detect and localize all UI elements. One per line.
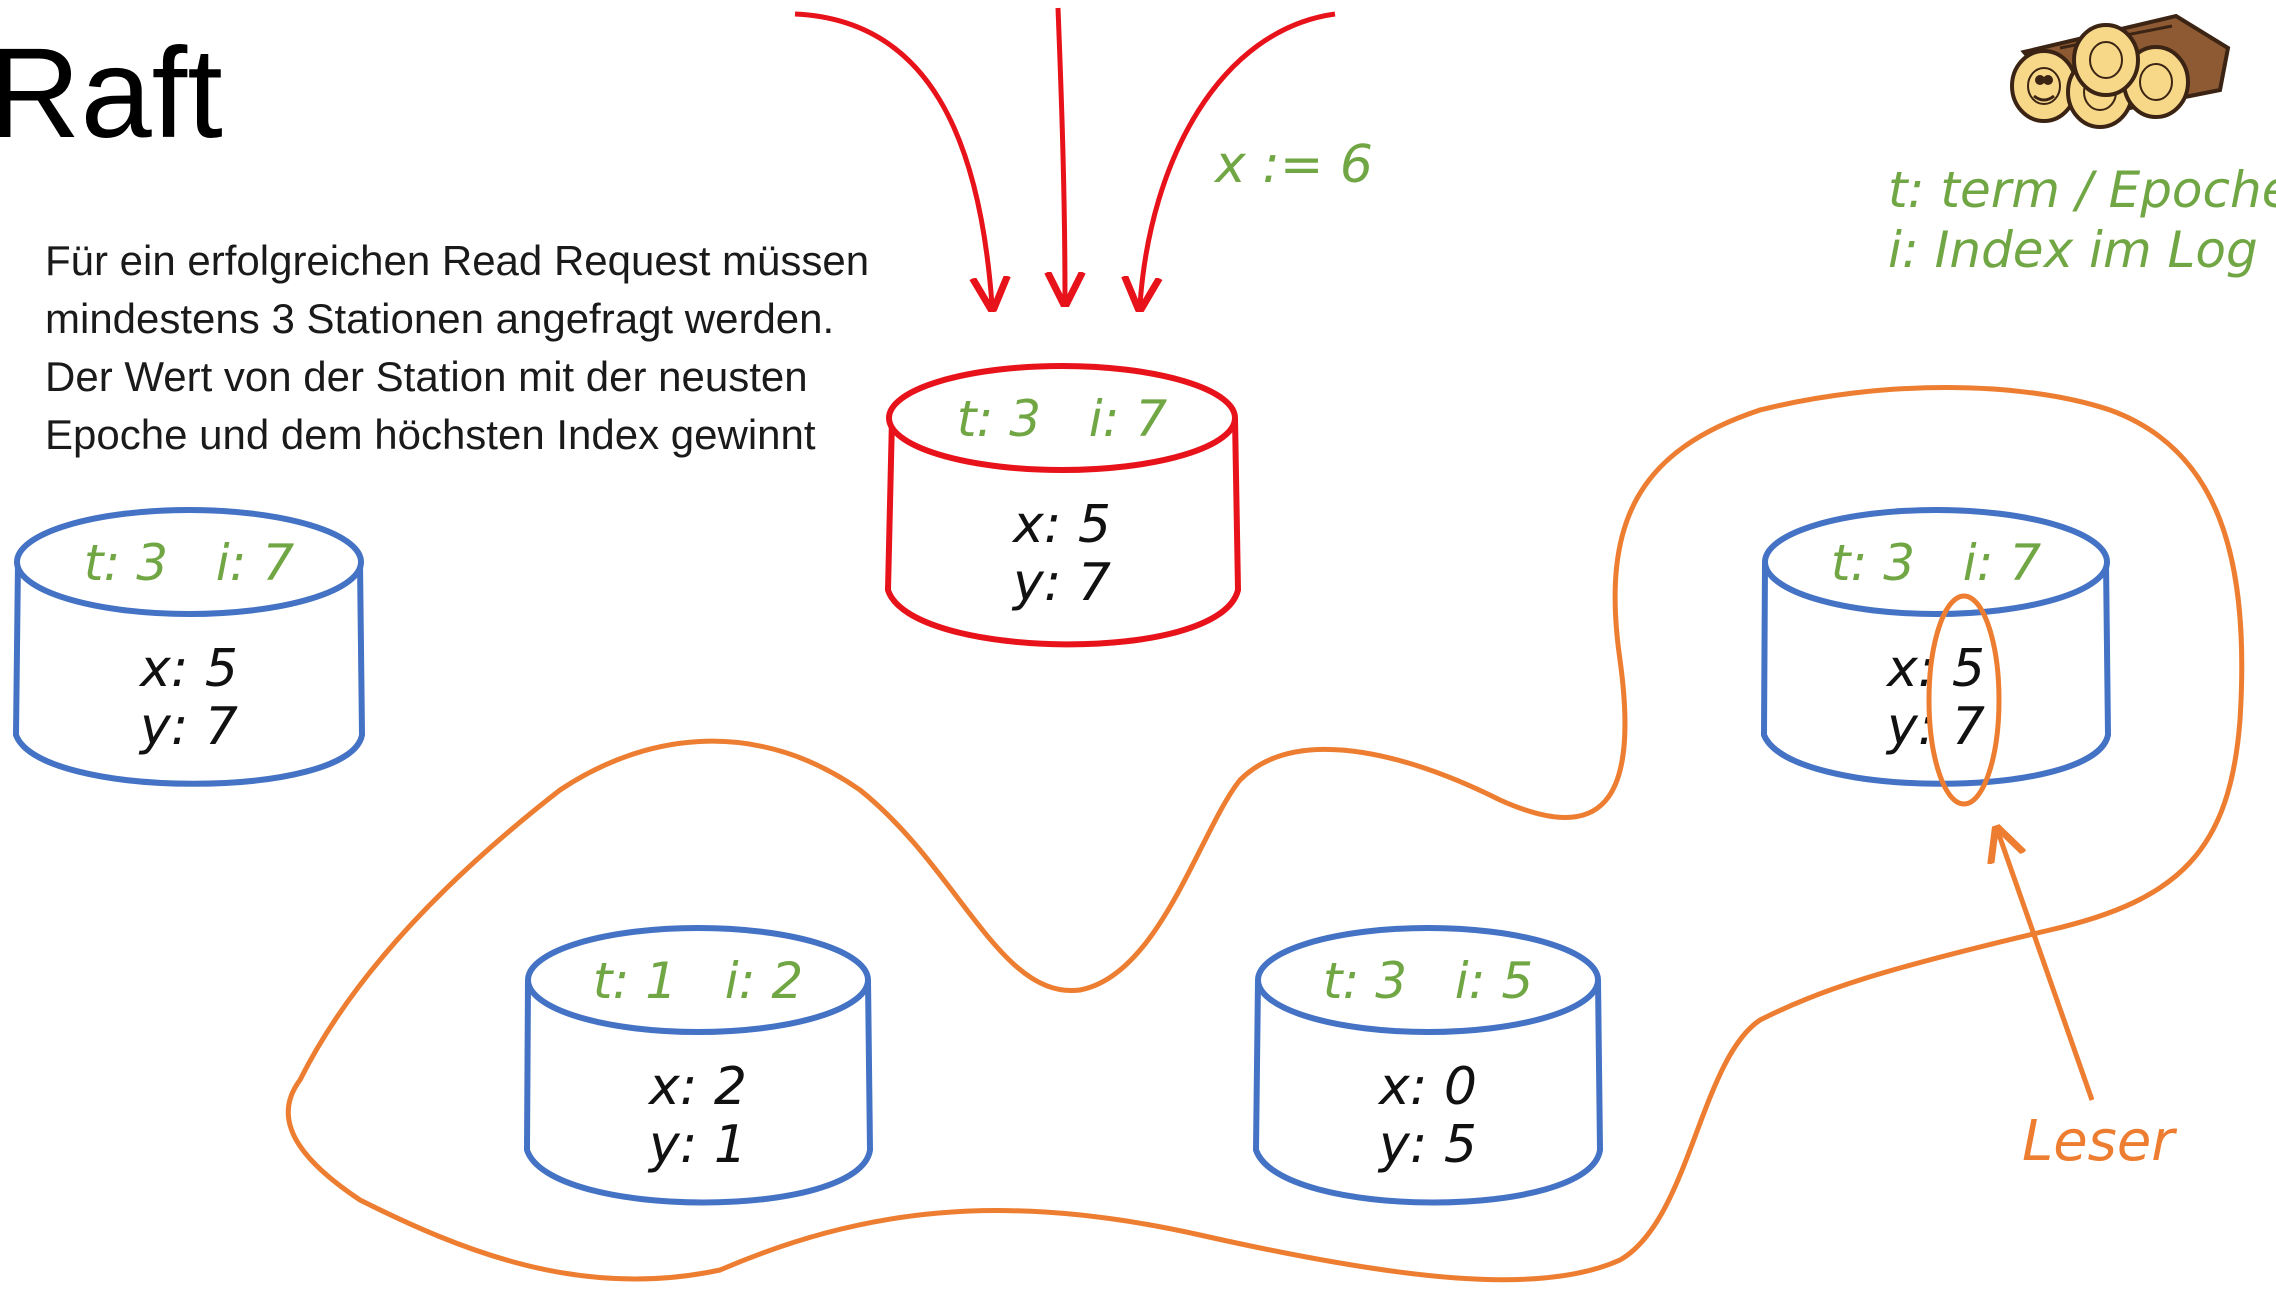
log-wood-icon (2010, 13, 2231, 129)
follower-node-bottom-left-top (525, 925, 871, 1035)
write-arrow-right (1140, 11, 1336, 305)
follower-node-bottom-left-body (523, 979, 874, 1206)
follower-node-left-body (12, 561, 366, 787)
description-line: Der Wert von der Station mit der neusten (45, 353, 808, 400)
follower-node-bottom-left-y-value: y: 1 (647, 1115, 747, 1175)
follower-node-bottom-left-meta: t: 1 i: 2 (593, 952, 803, 1010)
follower-node-bottom-mid-top (1255, 925, 1601, 1035)
description-line: Epoche und dem höchsten Index gewinnt (45, 411, 816, 458)
follower-node-left-x-value: x: 5 (138, 639, 238, 699)
follower-node-bottom-left: t: 1 i: 2 x: 2 y: 1 (523, 925, 874, 1206)
follower-node-left-top (14, 507, 364, 617)
follower-node-right-meta: t: 3 i: 7 (1831, 534, 2041, 592)
description-line: Für ein erfolgreichen Read Request müsse… (45, 237, 870, 284)
leader-node-meta: t: 3 i: 7 (957, 390, 1167, 448)
follower-node-bottom-mid-y-value: y: 5 (1377, 1115, 1477, 1175)
read-value-highlight (1926, 593, 2002, 807)
follower-node-right-top (1762, 507, 2110, 617)
reader-label: Leser (2022, 1109, 2177, 1174)
legend-index: i: Index im Log (1888, 221, 2258, 279)
legend-term: t: term / Epoche (1888, 161, 2276, 219)
leader-node-top (886, 363, 1238, 473)
reader-quorum-boundary (285, 385, 2245, 1283)
write-request-label: x := 6 (1213, 135, 1373, 195)
legend: t: term / Epoche i: Index im Log (1888, 160, 2276, 280)
description-line: mindestens 3 Stationen angefragt werden. (45, 295, 835, 342)
follower-node-bottom-mid-meta: t: 3 i: 5 (1323, 952, 1533, 1010)
leader-node: t: 3 i: 7 x: 5 y: 7 (884, 363, 1242, 648)
follower-node-right: t: 3 i: 7 x: 5 y: 7 (1760, 507, 2112, 807)
reader-arrow (1998, 832, 2095, 1101)
write-arrow-left (794, 11, 992, 305)
follower-node-bottom-left-x-value: x: 2 (647, 1057, 747, 1117)
follower-node-left-y-value: y: 7 (138, 697, 238, 757)
follower-node-bottom-mid-body (1252, 979, 1604, 1206)
description-text: Für ein erfolgreichen Read Request müsse… (45, 232, 945, 464)
write-arrow-center (1058, 7, 1065, 300)
follower-node-left-meta: t: 3 i: 7 (84, 534, 294, 592)
leader-node-y-value: y: 7 (1011, 553, 1111, 613)
leader-node-body (884, 417, 1242, 648)
page-title: Raft (0, 22, 223, 165)
leader-node-x-value: x: 5 (1011, 495, 1111, 555)
follower-node-bottom-mid-x-value: x: 0 (1377, 1057, 1477, 1117)
follower-node-bottom-mid: t: 3 i: 5 x: 0 y: 5 (1252, 925, 1604, 1206)
follower-node-left: t: 3 i: 7 x: 5 y: 7 (12, 507, 366, 787)
